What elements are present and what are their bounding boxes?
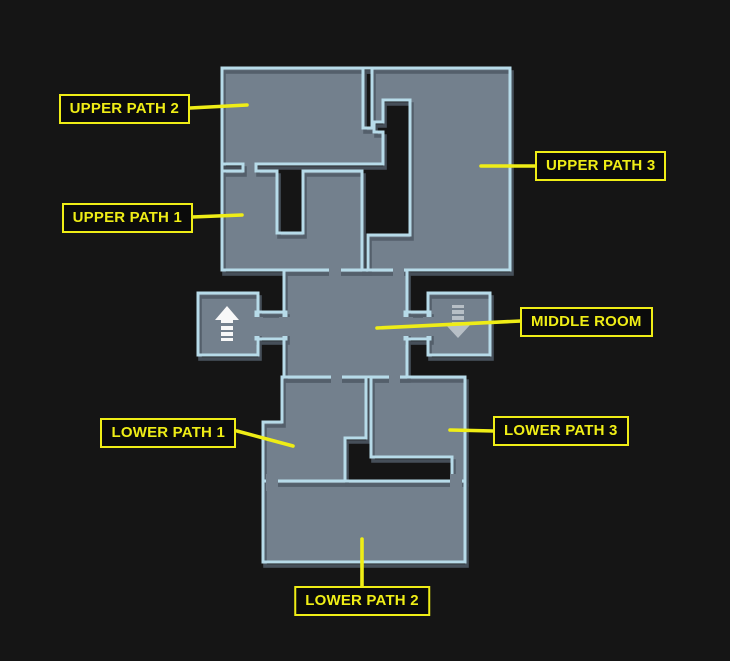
- leader-middle-room: [375, 319, 523, 330]
- door-middle-lower3: [389, 370, 400, 386]
- leader-lines: [188, 103, 538, 590]
- leader-lower-path-3: [448, 428, 496, 433]
- label-lower-path-3: LOWER PATH 3: [493, 416, 629, 446]
- door-lower3-lower2: [450, 474, 462, 491]
- floor-layer: [198, 68, 510, 562]
- leader-upper-path-1: [190, 213, 244, 219]
- up-arrow-icon: [215, 306, 239, 341]
- leader-upper-path-2: [188, 103, 249, 110]
- door-lower1-lower2: [266, 474, 278, 491]
- label-upper-path-3: UPPER PATH 3: [535, 151, 667, 181]
- door-middle-lower1: [331, 370, 342, 386]
- label-upper-path-1: UPPER PATH 1: [61, 203, 193, 233]
- label-upper-path-2: UPPER PATH 2: [58, 94, 190, 124]
- label-lower-path-1: LOWER PATH 1: [100, 418, 236, 448]
- leader-lower-path-1: [235, 429, 295, 448]
- door-upper3-middle: [393, 263, 404, 279]
- lower-path-2-floor: [263, 481, 465, 562]
- label-middle-room: MIDDLE ROOM: [520, 307, 653, 337]
- door-leftroom-corridor: [251, 317, 263, 336]
- left-lift-room-floor: [198, 293, 258, 355]
- door-corridor-middle-left: [279, 317, 291, 336]
- door-upper1-middle: [329, 263, 341, 279]
- middle-room-floor: [284, 270, 407, 377]
- label-lower-path-2: LOWER PATH 2: [294, 586, 430, 616]
